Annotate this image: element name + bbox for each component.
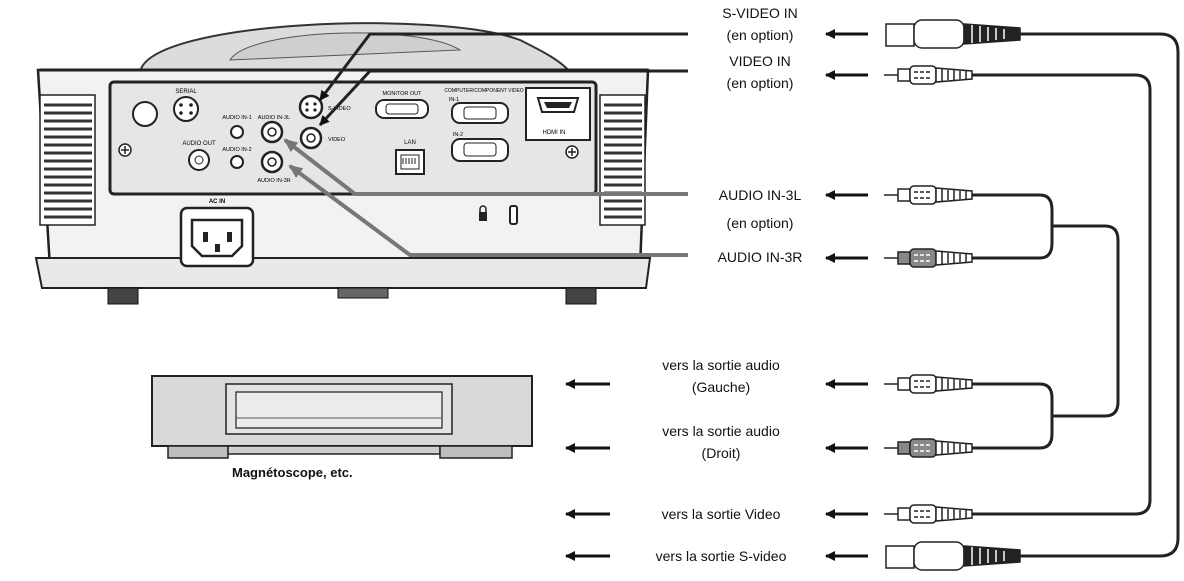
connector-arrows — [565, 29, 868, 561]
foot-right — [565, 287, 597, 305]
vcr-device — [151, 375, 533, 459]
ac-in-socket — [179, 206, 255, 268]
ir-sensor — [132, 101, 158, 127]
hdmi-port — [536, 97, 580, 113]
serial-port-label: SERIAL — [175, 89, 197, 95]
computer-component-label: COMPUTER/COMPONENT VIDEO — [444, 88, 523, 94]
rca-plug-out-audio-left — [884, 374, 973, 394]
in-1-label: IN-1 — [449, 97, 459, 103]
pointer-audio-3l — [283, 138, 688, 196]
audio-out-jack — [188, 149, 210, 171]
audio-in-3r-port-label: AUDIO IN-3R — [257, 178, 290, 184]
security-slot-icon — [509, 205, 518, 225]
cables — [972, 32, 1180, 558]
s-video-plug-top — [885, 19, 1021, 49]
audio-cable-top-pair — [972, 193, 1054, 260]
label-s-video-in: S-VIDEO IN — [722, 5, 798, 21]
label-out-video: vers la sortie Video — [661, 506, 781, 522]
security-lock-icon — [479, 205, 487, 221]
vent-left — [39, 94, 96, 226]
monitor-out-port — [375, 99, 429, 119]
rca-plug-audio-3r — [884, 248, 973, 268]
s-video-port-label: S-VIDEO — [328, 106, 351, 112]
computer-in-2-port — [451, 138, 509, 162]
audio-cable-bottom-pair — [972, 382, 1054, 450]
foot-center — [337, 287, 389, 299]
projector: SERIAL AUDIO OUT AUDIO IN-1 AUDIO IN-2 A… — [34, 22, 652, 305]
pointer-s-video — [318, 32, 688, 101]
label-out-audio-left-line1: vers la sortie audio — [662, 357, 780, 373]
audio-pointer-lines — [283, 138, 688, 257]
s-video-plug-bottom — [885, 541, 1021, 571]
label-audio-in-3l: AUDIO IN-3L — [718, 187, 802, 203]
vcr-caption: Magnétoscope, etc. — [232, 465, 353, 480]
rca-plug-out-audio-right — [884, 438, 973, 458]
audio-in-1-label: AUDIO IN-1 — [222, 115, 251, 121]
hdmi-box — [525, 87, 591, 141]
computer-in-1-port — [451, 102, 509, 124]
audio-in-3l-port-label: AUDIO IN-3L — [258, 115, 290, 121]
audio-in-3r-jack — [260, 150, 284, 174]
s-video-cable — [1020, 32, 1180, 558]
label-out-audio-right-line1: vers la sortie audio — [662, 423, 780, 439]
label-video-in: VIDEO IN — [729, 53, 791, 69]
video-port-label: VIDEO — [328, 137, 346, 143]
rca-plug-video-top — [884, 65, 973, 85]
label-audio-option: (en option) — [726, 215, 794, 231]
label-out-audio-right-line2: (Droit) — [701, 445, 741, 461]
rca-plug-out-video — [884, 504, 973, 524]
s-video-port — [298, 94, 324, 120]
video-cable — [972, 73, 1152, 516]
in-2-label: IN-2 — [453, 132, 463, 138]
label-video-option: (en option) — [726, 75, 794, 91]
hdmi-in-label: HDMI IN — [543, 130, 566, 136]
audio-cable-trunk — [1052, 224, 1120, 418]
vent-right — [599, 94, 646, 226]
ac-in-label: AC IN — [209, 199, 225, 205]
video-port — [299, 126, 323, 150]
label-out-audio-left-line2: (Gauche) — [691, 379, 751, 395]
audio-in-3l-jack — [260, 120, 284, 144]
audio-out-label: AUDIO OUT — [182, 141, 216, 147]
pointer-audio-3r — [288, 164, 688, 257]
audio-in-2-label: AUDIO IN-2 — [222, 147, 251, 153]
serial-port — [173, 96, 199, 122]
rca-plug-audio-3l — [884, 185, 973, 205]
monitor-out-label: MONITOR OUT — [382, 91, 422, 97]
panel-screw-left — [118, 143, 132, 157]
lan-port — [395, 149, 425, 175]
label-s-video-option: (en option) — [726, 27, 794, 43]
label-audio-in-3r: AUDIO IN-3R — [717, 249, 803, 265]
audio-in-1-jack — [230, 125, 244, 139]
foot-left — [107, 287, 139, 305]
panel-screw-right — [565, 145, 579, 159]
lan-label: LAN — [404, 140, 416, 146]
label-out-svideo: vers la sortie S-video — [655, 548, 787, 564]
pointer-video — [318, 69, 688, 127]
audio-in-2-jack — [230, 155, 244, 169]
port-pointer-lines — [318, 32, 688, 127]
